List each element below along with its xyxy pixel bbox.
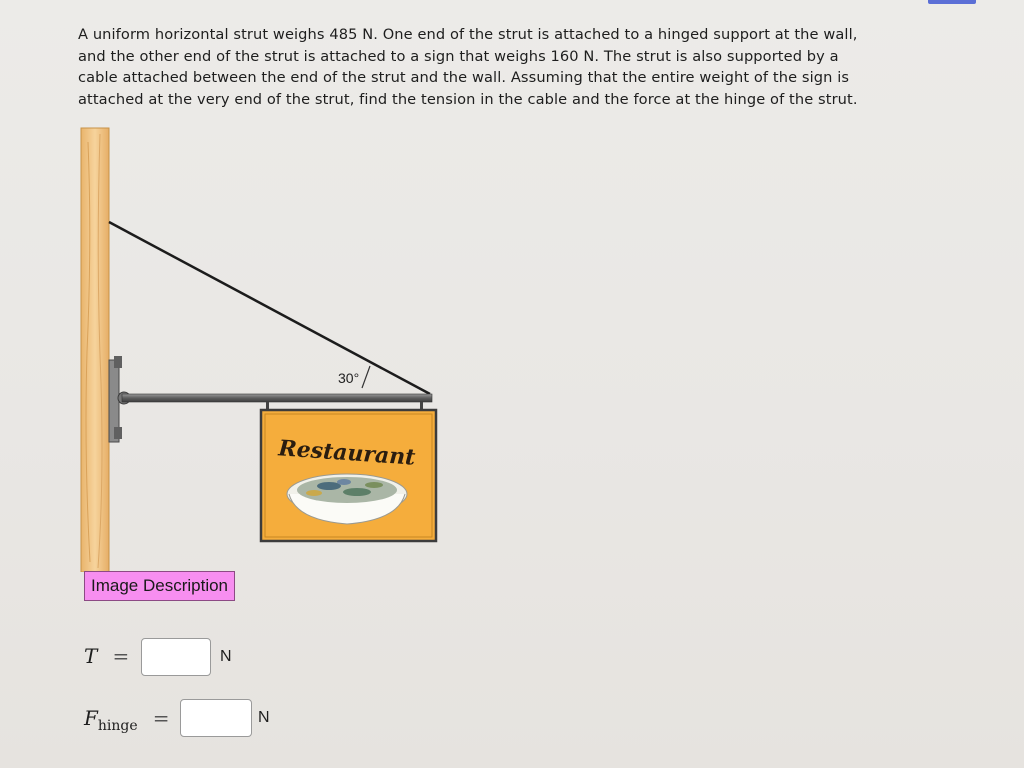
question-line: and the other end of the strut is attach… bbox=[78, 47, 839, 65]
tension-answer-row: T = bbox=[84, 644, 129, 668]
food-bowl-icon bbox=[286, 473, 408, 525]
cable bbox=[108, 220, 431, 396]
hinge-equals: = bbox=[152, 706, 170, 730]
sign-hanger-left bbox=[266, 402, 269, 412]
angle-label: 30° bbox=[338, 370, 359, 386]
wall bbox=[80, 127, 110, 572]
tension-equals: = bbox=[112, 644, 130, 668]
sign-hanger-right bbox=[420, 402, 423, 412]
hinge-unit: N bbox=[258, 709, 270, 726]
tension-unit: N bbox=[220, 648, 232, 665]
hinge-symbol: Fhinge bbox=[84, 706, 138, 734]
top-accent-bar bbox=[928, 0, 976, 4]
question-line: cable attached between the end of the st… bbox=[78, 69, 850, 86]
restaurant-sign: Restaurant bbox=[259, 408, 438, 543]
image-description-button[interactable]: Image Description bbox=[84, 571, 236, 601]
tension-input[interactable] bbox=[141, 638, 211, 676]
question-line: A uniform horizontal strut weighs 485 N.… bbox=[78, 26, 858, 43]
question-line: attached at the very end of the strut, f… bbox=[78, 90, 858, 108]
strut bbox=[121, 393, 433, 403]
question-text: A uniform horizontal strut weighs 485 N.… bbox=[78, 24, 978, 110]
tension-symbol: T bbox=[84, 644, 98, 668]
hinge-force-input[interactable] bbox=[180, 699, 252, 737]
hinge-answer-row: Fhinge = bbox=[84, 706, 170, 734]
strut-figure: 30° Restaurant bbox=[80, 127, 438, 572]
hinge-subscript: hinge bbox=[97, 718, 138, 734]
angle-arc bbox=[361, 365, 371, 389]
